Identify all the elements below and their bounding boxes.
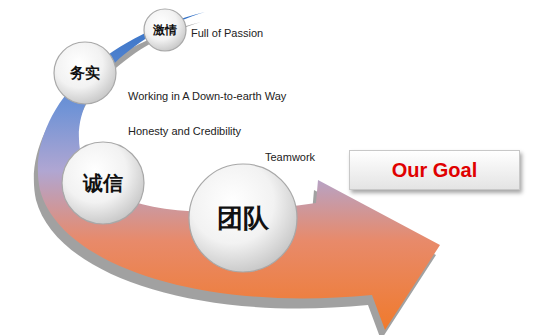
goal-label: Our Goal	[350, 151, 519, 189]
value-english: Honesty and Credibility	[128, 125, 241, 137]
value-english: Full of Passion	[191, 27, 263, 39]
value-english: Working in A Down-to-earth Way	[128, 90, 286, 102]
value-chinese: 激情	[143, 8, 187, 52]
sphere-outline	[62, 142, 144, 224]
value-sphere: 诚信Honesty and Credibility	[61, 141, 145, 225]
value-chinese: 诚信	[61, 141, 145, 225]
goal-box: Our Goal	[349, 150, 520, 190]
sphere-outline	[54, 42, 116, 104]
sphere-outline	[144, 9, 186, 51]
sphere-outline	[189, 164, 297, 272]
value-sphere: 激情Full of Passion	[143, 8, 187, 52]
value-sphere: 务实Working in A Down-to-earth Way	[53, 41, 117, 105]
value-chinese: 团队	[188, 163, 298, 273]
value-english: Teamwork	[265, 151, 315, 163]
value-chinese: 务实	[53, 41, 117, 105]
value-sphere: 团队Teamwork	[188, 163, 298, 273]
